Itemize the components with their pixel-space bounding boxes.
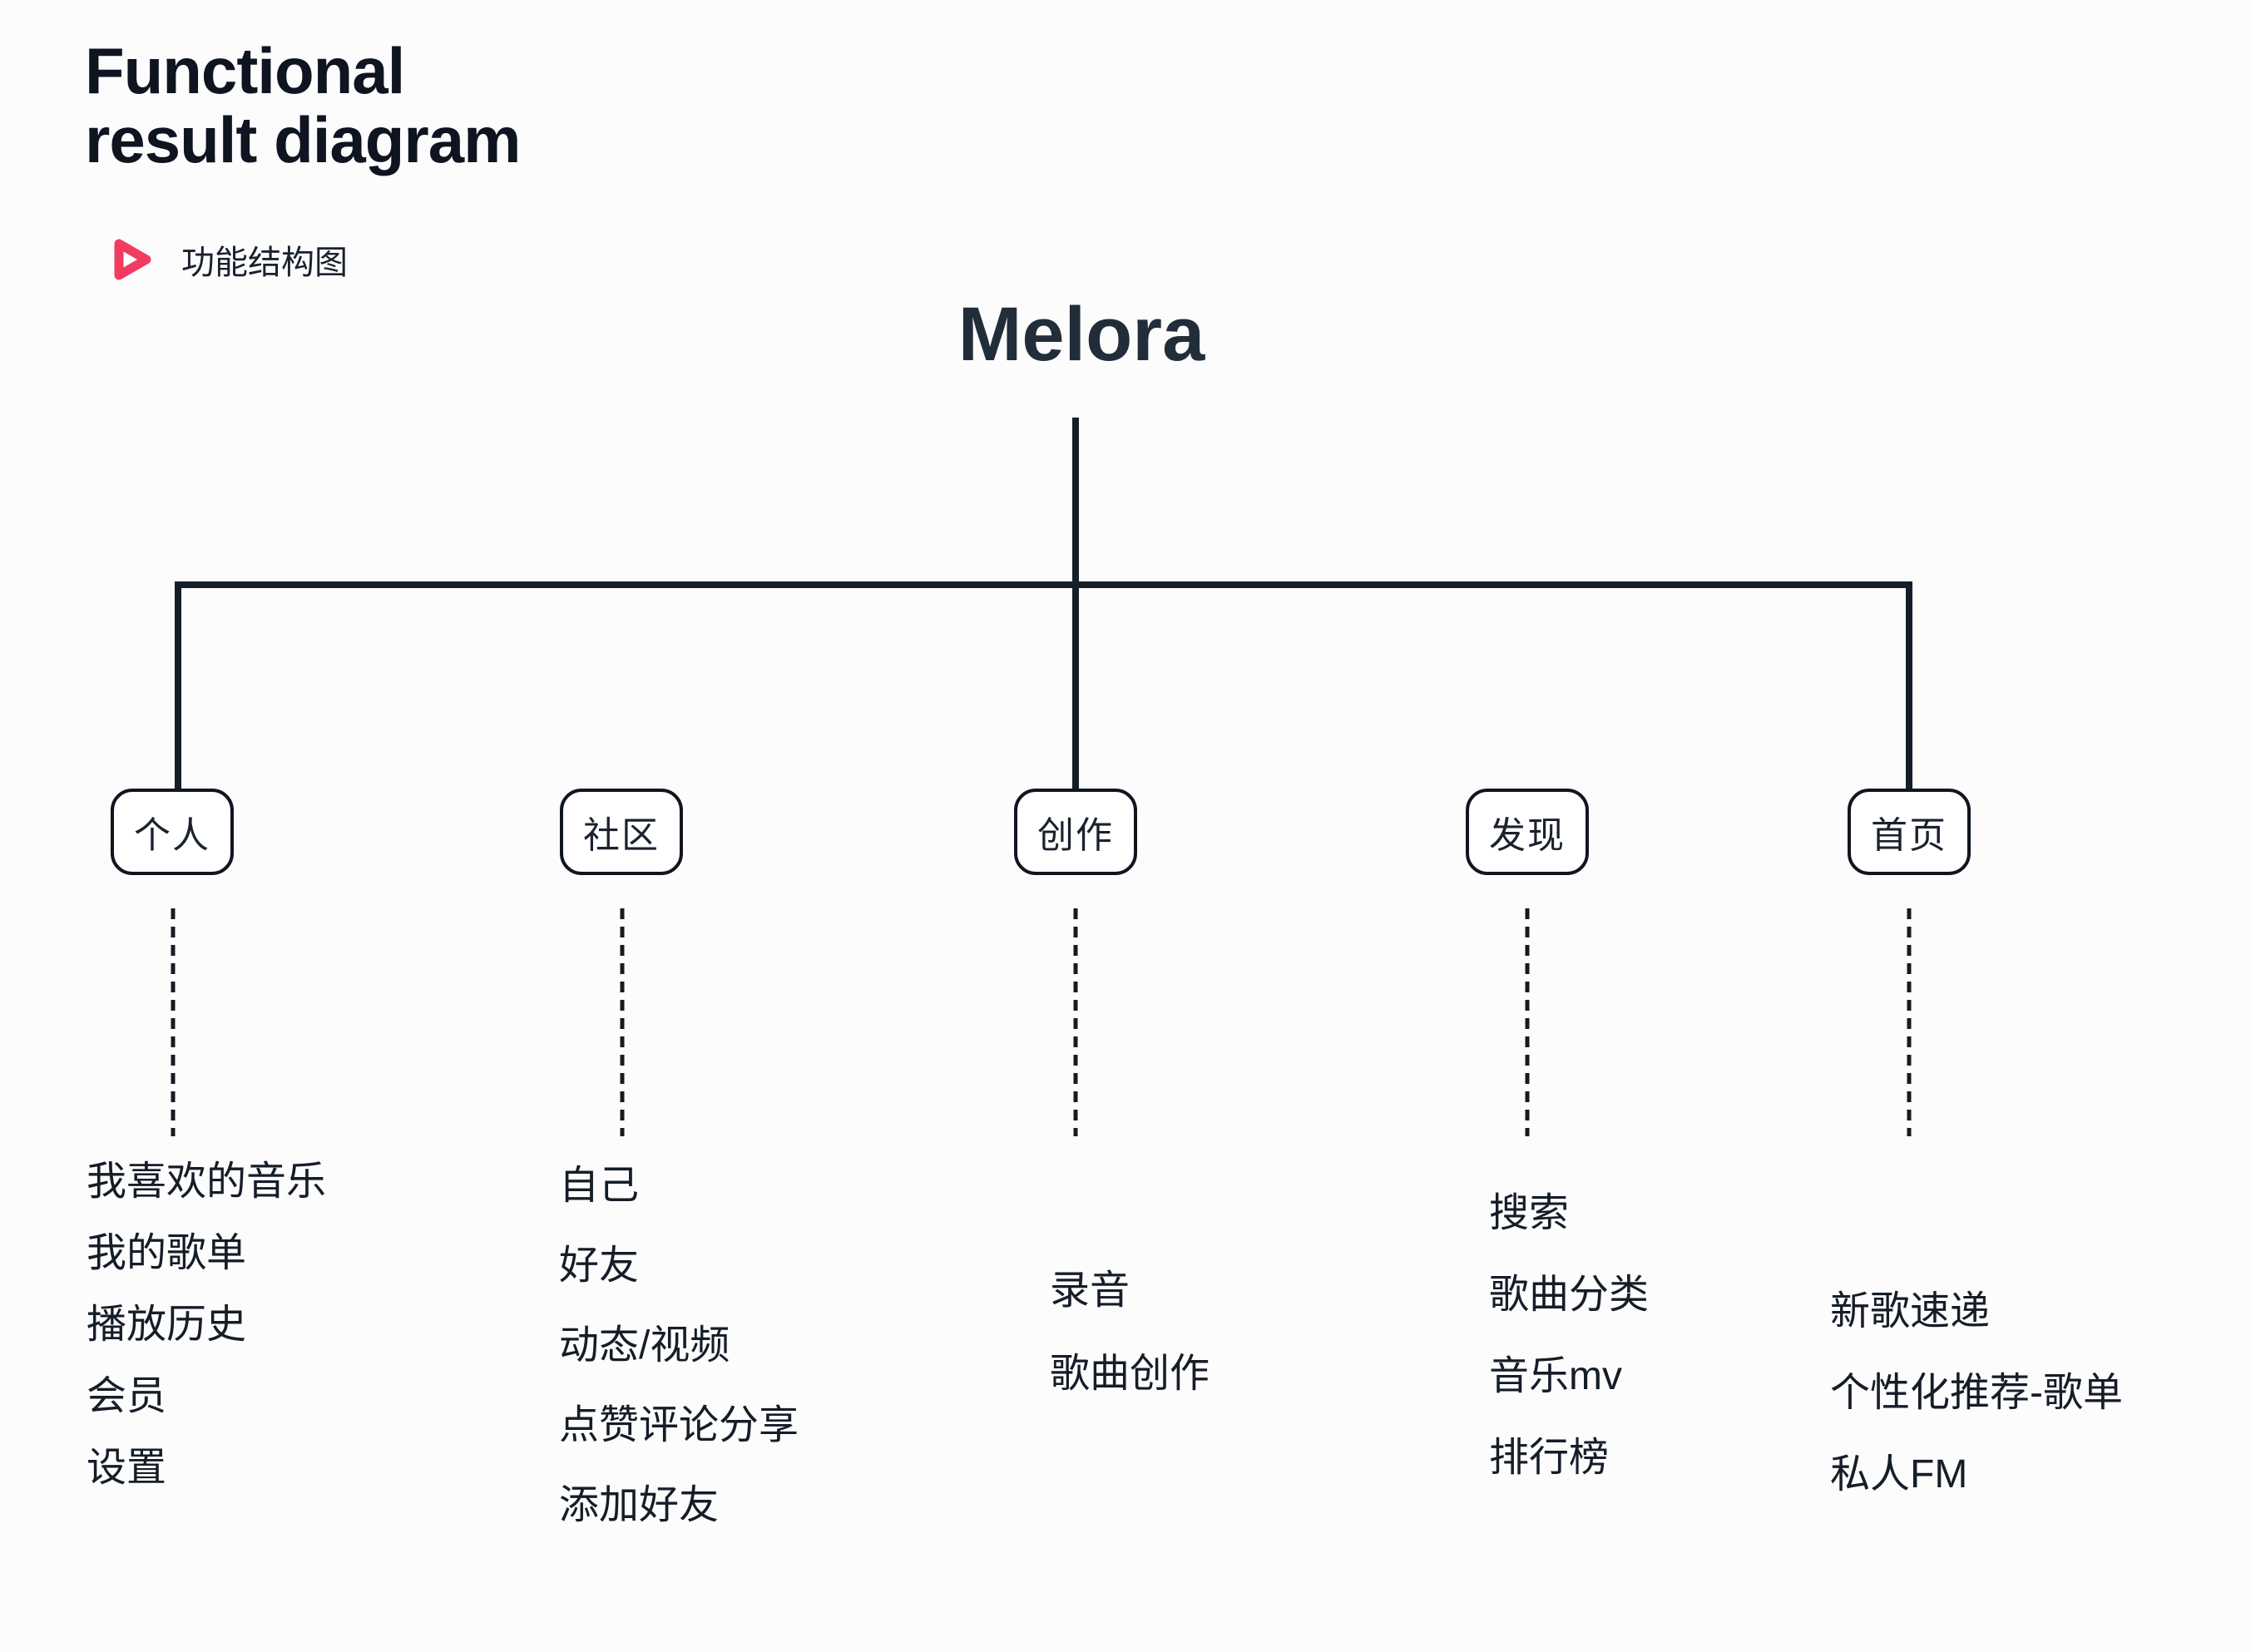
leaf-list-creation: 录音 歌曲创作: [1050, 1244, 1210, 1411]
list-item: 歌曲分类: [1489, 1273, 1650, 1317]
list-item: 搜索: [1489, 1191, 1570, 1235]
subtitle-row: 功能结构图: [105, 233, 348, 286]
list-item: 排行榜: [1489, 1436, 1610, 1480]
branch-node-home: 首页: [1848, 789, 1971, 875]
list-item: 添加好友: [559, 1483, 720, 1527]
list-item: 个性化推荐-歌单: [1830, 1371, 2123, 1415]
page-title-line2: result diagram: [85, 103, 522, 176]
leaf-list-home: 新歌速递 个性化推荐-歌单 私人FM: [1830, 1266, 2123, 1511]
page-title-line1: Functional: [85, 34, 405, 107]
list-item: 录音: [1050, 1269, 1130, 1313]
connector-stub-left: [175, 581, 181, 789]
list-item: 设置: [87, 1446, 167, 1490]
branch-node-discover: 发现: [1466, 789, 1589, 875]
list-item: 我的歌单: [87, 1231, 247, 1275]
list-item: 会员: [87, 1374, 167, 1418]
branch-node-community: 社区: [560, 789, 683, 875]
list-item: 歌曲创作: [1050, 1352, 1210, 1396]
leaf-list-discover: 搜索 歌曲分类 音乐mv 排行榜: [1489, 1168, 1649, 1494]
dashed-connector-personal: [171, 908, 176, 1136]
list-item: 音乐mv: [1489, 1354, 1622, 1398]
dashed-connector-discover: [1525, 908, 1530, 1136]
list-item: 动态/视频: [559, 1323, 730, 1368]
list-item: 新歌速递: [1830, 1289, 1991, 1333]
list-item: 好友: [559, 1244, 640, 1288]
root-node-label: Melora: [957, 292, 1205, 377]
list-item: 播放历史: [87, 1303, 247, 1347]
play-icon: [114, 239, 151, 280]
leaf-list-community: 自己 好友 动态/视频 点赞评论分享 添加好友: [559, 1141, 799, 1541]
dashed-connector-creation: [1073, 908, 1078, 1136]
connector-stub-right: [1906, 581, 1912, 789]
connector-horizontal-bar: [175, 581, 1912, 588]
list-item: 自己: [559, 1164, 640, 1208]
list-item: 我喜欢的音乐: [87, 1160, 327, 1204]
list-item: 私人FM: [1830, 1452, 1968, 1496]
connector-trunk: [1072, 418, 1079, 789]
dashed-connector-community: [620, 908, 625, 1136]
dashed-connector-home: [1907, 908, 1912, 1136]
page-title: Functional result diagram: [85, 34, 522, 176]
branch-node-creation: 创作: [1014, 789, 1137, 875]
subtitle-label: 功能结构图: [181, 245, 348, 281]
list-item: 点赞评论分享: [559, 1403, 799, 1447]
branch-node-personal: 个人: [111, 789, 234, 875]
leaf-list-personal: 我喜欢的音乐 我的歌单 播放历史 会员 设置: [87, 1141, 326, 1499]
